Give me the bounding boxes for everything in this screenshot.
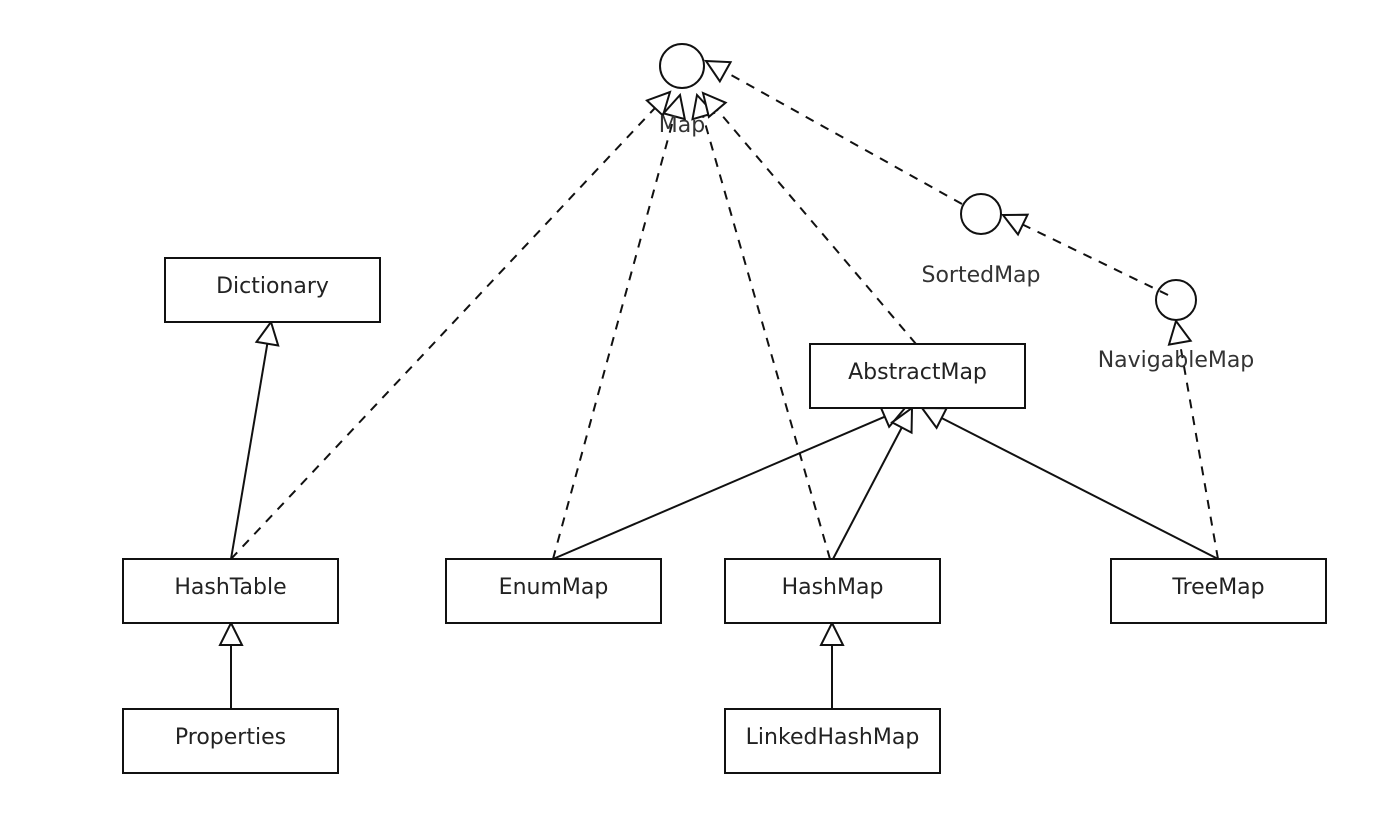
relation-hashtable-to-dictionary <box>230 319 280 560</box>
class-linkedhashmap[interactable]: LinkedHashMap <box>724 708 941 774</box>
relation-navigablemap-to-sortedmap <box>1000 213 1169 296</box>
class-label: TreeMap <box>1171 575 1264 600</box>
dashed-realization-line <box>702 115 831 560</box>
class-label: HashTable <box>174 575 286 600</box>
class-label: HashMap <box>782 575 884 600</box>
interface-label: Map <box>659 113 705 138</box>
relation-properties-to-hashtable <box>218 620 244 709</box>
hollow-triangle-arrowhead-icon <box>704 59 733 84</box>
hollow-triangle-arrowhead-icon <box>1167 318 1193 346</box>
hollow-triangle-arrowhead-icon <box>701 91 728 119</box>
class-hashmap[interactable]: HashMap <box>724 558 941 624</box>
class-label: EnumMap <box>499 575 609 600</box>
dashed-realization-line <box>724 70 963 205</box>
interface-label: SortedMap <box>921 263 1040 288</box>
solid-generalization-line <box>832 427 903 560</box>
hollow-triangle-arrowhead-icon <box>1000 213 1030 237</box>
dashed-realization-line <box>716 109 917 345</box>
relation-treemap-to-navigablemap <box>1167 318 1219 560</box>
class-box <box>164 257 381 323</box>
hollow-triangle-arrowhead-icon <box>645 90 672 118</box>
solid-generalization-line <box>552 415 886 560</box>
hollow-triangle-arrowhead-icon <box>254 319 280 347</box>
class-dictionary[interactable]: Dictionary <box>164 257 381 323</box>
interface-circle-icon <box>1155 279 1197 321</box>
relation-enummap-to-abstractmap <box>552 405 908 560</box>
interface-navigablemap[interactable]: NavigableMap <box>1098 279 1255 373</box>
relation-enummap-to-map <box>552 92 687 560</box>
dashed-realization-line <box>1022 223 1169 296</box>
class-box <box>122 558 339 624</box>
class-box <box>724 558 941 624</box>
dashed-realization-line <box>1178 342 1219 560</box>
hollow-triangle-arrowhead-icon <box>890 406 914 435</box>
interface-label: NavigableMap <box>1098 348 1255 373</box>
class-box <box>724 708 941 774</box>
solid-generalization-line <box>941 417 1219 560</box>
solid-generalization-line <box>230 343 269 560</box>
interface-sortedmap[interactable]: SortedMap <box>921 193 1041 288</box>
class-enummap[interactable]: EnumMap <box>445 558 662 624</box>
class-box <box>445 558 662 624</box>
relation-abstractmap-to-map <box>701 91 917 345</box>
hollow-triangle-arrowhead-icon <box>661 92 687 121</box>
relation-linkedhashmap-to-hashmap <box>819 620 845 709</box>
relation-sortedmap-to-map <box>704 59 963 205</box>
class-hashtable[interactable]: HashTable <box>122 558 339 624</box>
class-abstractmap[interactable]: AbstractMap <box>809 343 1026 409</box>
class-box <box>1110 558 1327 624</box>
hollow-triangle-arrowhead-icon <box>819 620 845 646</box>
dashed-realization-line <box>552 115 676 560</box>
dashed-realization-line <box>230 107 656 560</box>
relations-layer <box>218 59 1219 709</box>
relation-hashmap-to-abstractmap <box>832 406 914 560</box>
hollow-triangle-arrowhead-icon <box>218 620 244 646</box>
class-label: AbstractMap <box>848 360 987 385</box>
interface-circle-icon <box>960 193 1002 235</box>
class-treemap[interactable]: TreeMap <box>1110 558 1327 624</box>
relation-hashtable-to-map <box>230 90 672 560</box>
relation-treemap-to-abstractmap <box>920 406 1219 560</box>
class-box <box>809 343 1026 409</box>
class-label: Dictionary <box>216 274 329 299</box>
interface-map[interactable]: Map <box>659 43 705 138</box>
class-label: Properties <box>175 725 286 750</box>
class-label: LinkedHashMap <box>746 725 920 750</box>
class-box <box>122 708 339 774</box>
class-properties[interactable]: Properties <box>122 708 339 774</box>
interface-circle-icon <box>659 43 705 89</box>
